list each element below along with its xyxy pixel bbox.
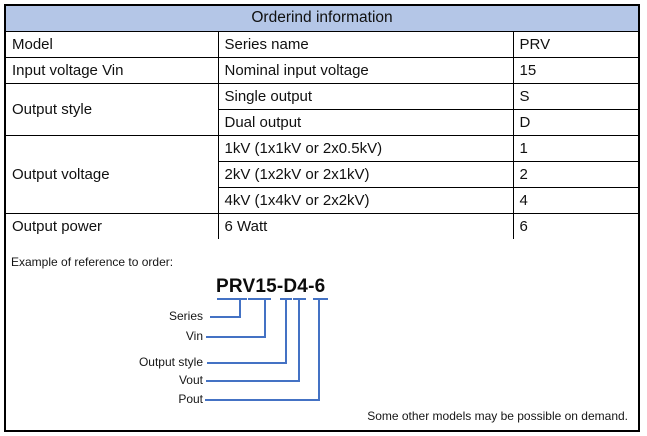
cell-description: Single output [217, 82, 514, 110]
underline-pout-segment [313, 298, 328, 300]
cell-code: 1 [512, 134, 639, 162]
cell-description: 1kV (1x1kV or 2x0.5kV) [217, 134, 514, 162]
ordering-information-table: Orderind information Model Series name P… [5, 5, 639, 240]
cell-code: 4 [512, 186, 639, 214]
cell-description: 6 Watt [217, 212, 514, 240]
cell-code: 6 [512, 212, 639, 240]
cell-description: Dual output [217, 108, 514, 136]
cell-category: Output voltage [5, 134, 219, 214]
cell-code: 2 [512, 160, 639, 188]
cell-description: 4kV (1x4kV or 2x2kV) [217, 186, 514, 214]
example-model-code: PRV15-D4-6 [216, 276, 326, 297]
underline-vin-segment [248, 298, 271, 300]
table-title-row: Orderind information [5, 5, 639, 32]
cell-code: 15 [512, 56, 639, 84]
underline-output-style-segment [280, 298, 292, 300]
table-title: Orderind information [5, 5, 639, 32]
cell-description: Nominal input voltage [217, 56, 514, 84]
example-intro-text: Example of reference to order: [11, 255, 174, 269]
callout-line-vin [206, 298, 266, 338]
callout-label-pout: Pout [178, 392, 203, 406]
table-row-output-style-single: Output style Single output S [5, 82, 639, 136]
table-row-model: Model Series name PRV [5, 30, 639, 58]
callout-label-series: Series [168, 309, 203, 323]
callout-line-pout [205, 298, 320, 401]
cell-description: Series name [217, 30, 514, 58]
cell-code: D [512, 108, 639, 136]
cell-category: Output style [5, 82, 219, 136]
table-row-output-voltage-1kv: Output voltage 1kV (1x1kV or 2x0.5kV) 1 [5, 134, 639, 214]
ordering-information-panel: Orderind information Model Series name P… [4, 4, 640, 432]
callout-line-output-style [207, 298, 287, 364]
cell-category: Model [5, 30, 219, 58]
cell-description: 2kV (1x2kV or 2x1kV) [217, 160, 514, 188]
cell-category: Input voltage Vin [5, 56, 219, 84]
callout-label-vout: Vout [178, 373, 203, 387]
underline-series-segment [217, 298, 247, 300]
underline-vout-segment [293, 298, 306, 300]
footnote-text: Some other models may be possible on dem… [367, 409, 628, 423]
table-row-output-style-dual: Dual output D [6, 108, 639, 136]
table-row-input-voltage: Input voltage Vin Nominal input voltage … [5, 56, 639, 84]
callout-label-vin: Vin [185, 329, 203, 343]
table-row-output-voltage-4kv: 4kV (1x4kV or 2x2kV) 4 [6, 186, 639, 214]
cell-category: Output power [5, 212, 219, 240]
cell-code: S [512, 82, 639, 110]
callout-line-vout [206, 298, 300, 382]
callout-line-series [210, 298, 241, 318]
cell-code: PRV [512, 30, 639, 58]
callout-label-output-style: Output style [138, 355, 203, 369]
table-row-output-power: Output power 6 Watt 6 [5, 212, 639, 240]
